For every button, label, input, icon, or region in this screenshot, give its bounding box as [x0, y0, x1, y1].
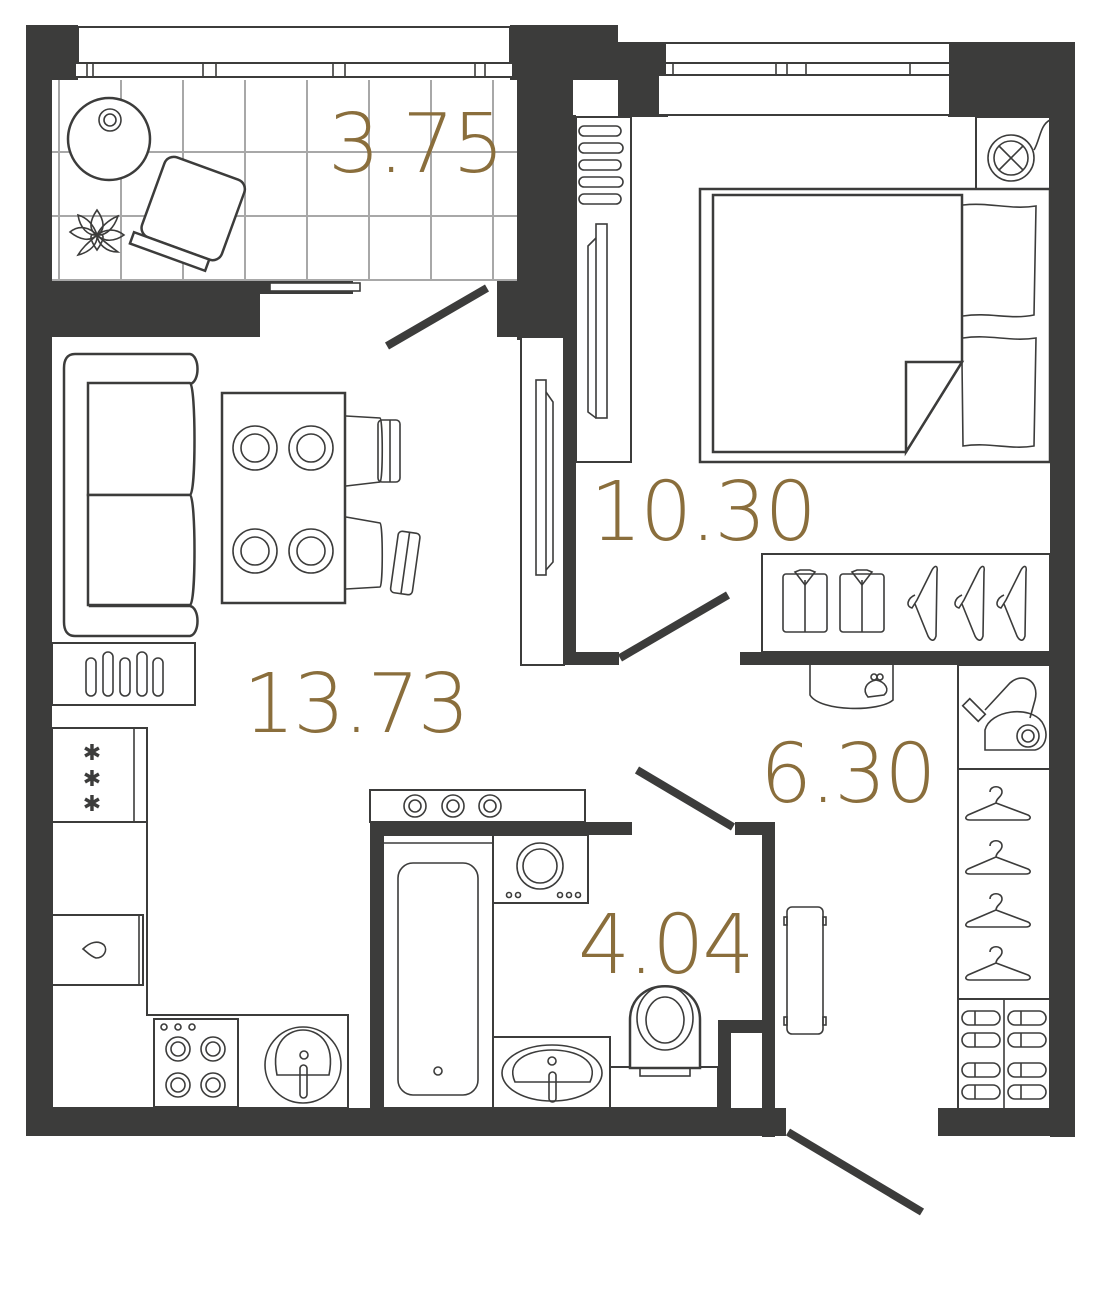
bedroom-window: [657, 42, 951, 116]
dining-table-icon: [220, 391, 347, 605]
svg-text:✱: ✱: [83, 792, 101, 817]
svg-text:✱: ✱: [83, 741, 101, 766]
balcony-door-window: [269, 282, 361, 292]
double-bed-icon: [698, 187, 1052, 464]
room-area-living-kitchen: 13.73: [243, 657, 470, 752]
walls: [26, 25, 1075, 1137]
svg-text:✱: ✱: [83, 767, 101, 792]
doors: [384, 284, 925, 1216]
room-area-bathroom: 4.04: [578, 898, 755, 993]
closet: [957, 768, 1051, 1000]
chair-icon: [345, 415, 421, 596]
washing-machine-icon: [492, 834, 589, 904]
bench-icon: [783, 906, 827, 1035]
hanger-icon: [907, 565, 1027, 641]
dishwasher-icon: [51, 914, 144, 986]
plate-icon: [232, 425, 334, 574]
hanger-icon: [965, 785, 1031, 981]
tv-icon: [587, 223, 608, 419]
round-table-icon: [66, 96, 152, 182]
toilet-icon: [609, 985, 719, 1109]
ceiling-light-icon: [975, 116, 1051, 190]
room-area-hallway: 6.30: [760, 727, 937, 822]
room-area-bedroom: 10.30: [590, 465, 817, 560]
shoes-icon: [957, 998, 1051, 1110]
living-radiator-icon: [520, 336, 565, 666]
room-area-balcony: 3.75: [328, 97, 505, 192]
vacuum-cleaner-icon: [957, 664, 1051, 770]
plant-icon: [68, 208, 126, 257]
radiator-icon: [575, 116, 632, 463]
heating-radiator-icon: [51, 642, 196, 706]
fridge-icon: ✱ ✱ ✱: [51, 727, 148, 823]
towel-rail-icon: [369, 789, 586, 823]
wardrobe-shirts-icon: [761, 553, 1051, 653]
armchair-icon: [128, 155, 247, 273]
stove-icon: [153, 1018, 239, 1108]
pouf-icon: [809, 665, 894, 710]
balcony-window: [74, 26, 514, 78]
kitchen-sink-icon: [264, 1026, 342, 1104]
sofa-icon: [62, 352, 199, 638]
washbasin-icon: [492, 1036, 611, 1109]
bathtub-icon: [382, 834, 494, 1109]
